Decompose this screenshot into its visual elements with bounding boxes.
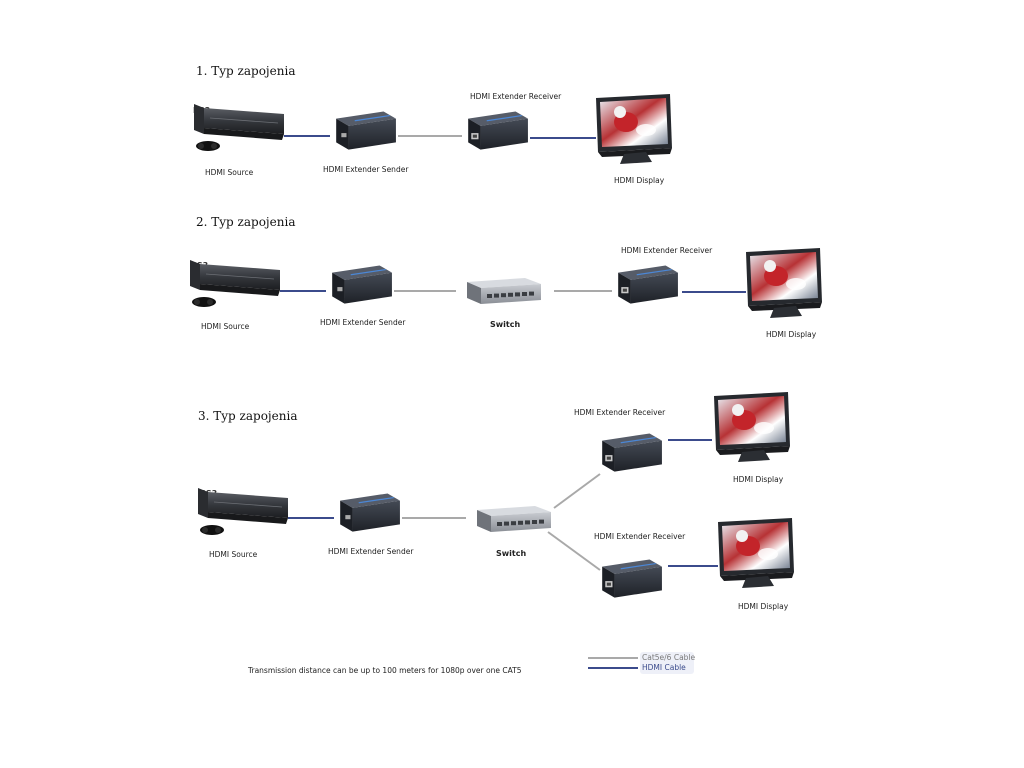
receiver-bottom-label: HDMI Extender Receiver — [594, 532, 686, 541]
legend-box — [640, 652, 694, 674]
switch-label: Switch — [496, 549, 527, 558]
ps3-console-icon — [192, 100, 287, 155]
hdmi-display-icon — [712, 392, 792, 464]
cat-cable — [553, 473, 601, 509]
display-label: HDMI Display — [614, 176, 665, 185]
ps3-console-icon — [196, 484, 291, 539]
hdmi-extender-receiver-icon — [596, 556, 664, 600]
source-label: HDMI Source — [209, 550, 258, 559]
network-switch-icon — [462, 276, 544, 308]
diagram-heading: 3. Typ zapojenia — [198, 409, 298, 423]
legend-hdmi-label: HDMI Cable — [642, 663, 686, 672]
hdmi-extender-sender-icon — [334, 490, 402, 534]
cat-cable — [547, 531, 601, 571]
hdmi-extender-sender-icon — [326, 262, 394, 306]
hdmi-display-icon — [594, 94, 674, 166]
network-switch-icon — [472, 504, 554, 536]
sender-label: HDMI Extender Sender — [328, 547, 414, 556]
legend-cat-label: Cat5e/6 Cable — [642, 653, 696, 662]
hdmi-extender-sender-icon — [330, 108, 398, 152]
hdmi-extender-receiver-icon — [596, 430, 664, 474]
hdmi-extender-receiver-icon — [612, 262, 680, 306]
diagram-heading: 1. Typ zapojenia — [196, 64, 296, 78]
receiver-top-label: HDMI Extender Receiver — [574, 408, 666, 417]
diagram-heading: 2. Typ zapojenia — [196, 215, 296, 229]
receiver-label: HDMI Extender Receiver — [621, 246, 713, 255]
display-label: HDMI Display — [766, 330, 817, 339]
display-top-label: HDMI Display — [733, 475, 784, 484]
receiver-label: HDMI Extender Receiver — [470, 92, 562, 101]
hdmi-display-icon — [744, 248, 824, 320]
hdmi-display-icon — [716, 518, 796, 590]
sender-label: HDMI Extender Sender — [320, 318, 406, 327]
transmission-note: Transmission distance can be up to 100 m… — [248, 666, 522, 675]
ps3-console-icon — [188, 256, 283, 311]
switch-label: Switch — [490, 320, 521, 329]
sender-label: HDMI Extender Sender — [323, 165, 409, 174]
source-label: HDMI Source — [205, 168, 254, 177]
hdmi-extender-receiver-icon — [462, 108, 530, 152]
source-label: HDMI Source — [201, 322, 250, 331]
display-bottom-label: HDMI Display — [738, 602, 789, 611]
